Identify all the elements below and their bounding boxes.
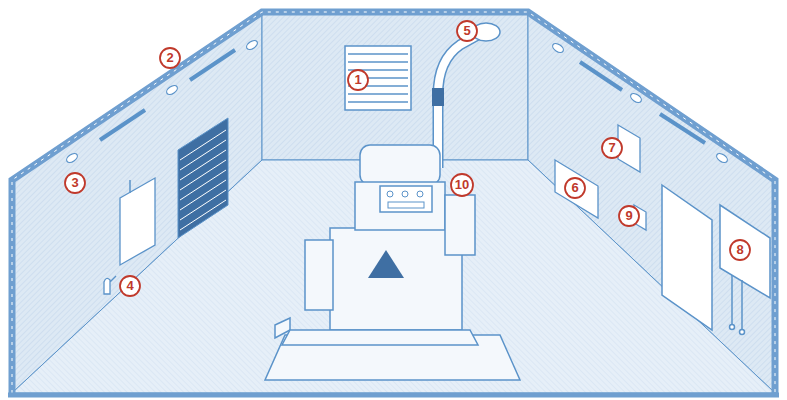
callout-number: 10 — [452, 177, 472, 193]
callout-number: 3 — [65, 175, 85, 191]
logo-mark — [368, 250, 404, 278]
fire-extinguisher — [104, 276, 116, 294]
left-louver — [178, 118, 228, 238]
control-panel-details — [387, 191, 424, 208]
back-louver — [345, 46, 411, 110]
wall-cabinet — [120, 178, 155, 265]
callout-circles — [65, 21, 750, 296]
back-wall — [262, 14, 528, 160]
callout-number: 2 — [160, 50, 180, 66]
wall-border — [12, 12, 775, 393]
distribution-panel — [720, 205, 770, 298]
exhaust-pipe — [432, 23, 500, 168]
callout-number: 5 — [457, 23, 477, 39]
callout-number: 6 — [565, 180, 585, 196]
wall-panel — [555, 160, 598, 218]
wall-border-bricks — [12, 12, 775, 393]
cabinet-handle — [129, 180, 131, 193]
generator — [265, 145, 520, 380]
callout-number: 1 — [348, 72, 368, 88]
callout-number: 7 — [602, 140, 622, 156]
callout-number: 8 — [730, 242, 750, 258]
door — [662, 185, 712, 330]
floor-edge — [8, 393, 779, 398]
callout-number: 4 — [120, 278, 140, 294]
callout-number: 9 — [619, 208, 639, 224]
panel-cables — [730, 275, 745, 335]
floor — [12, 160, 775, 393]
